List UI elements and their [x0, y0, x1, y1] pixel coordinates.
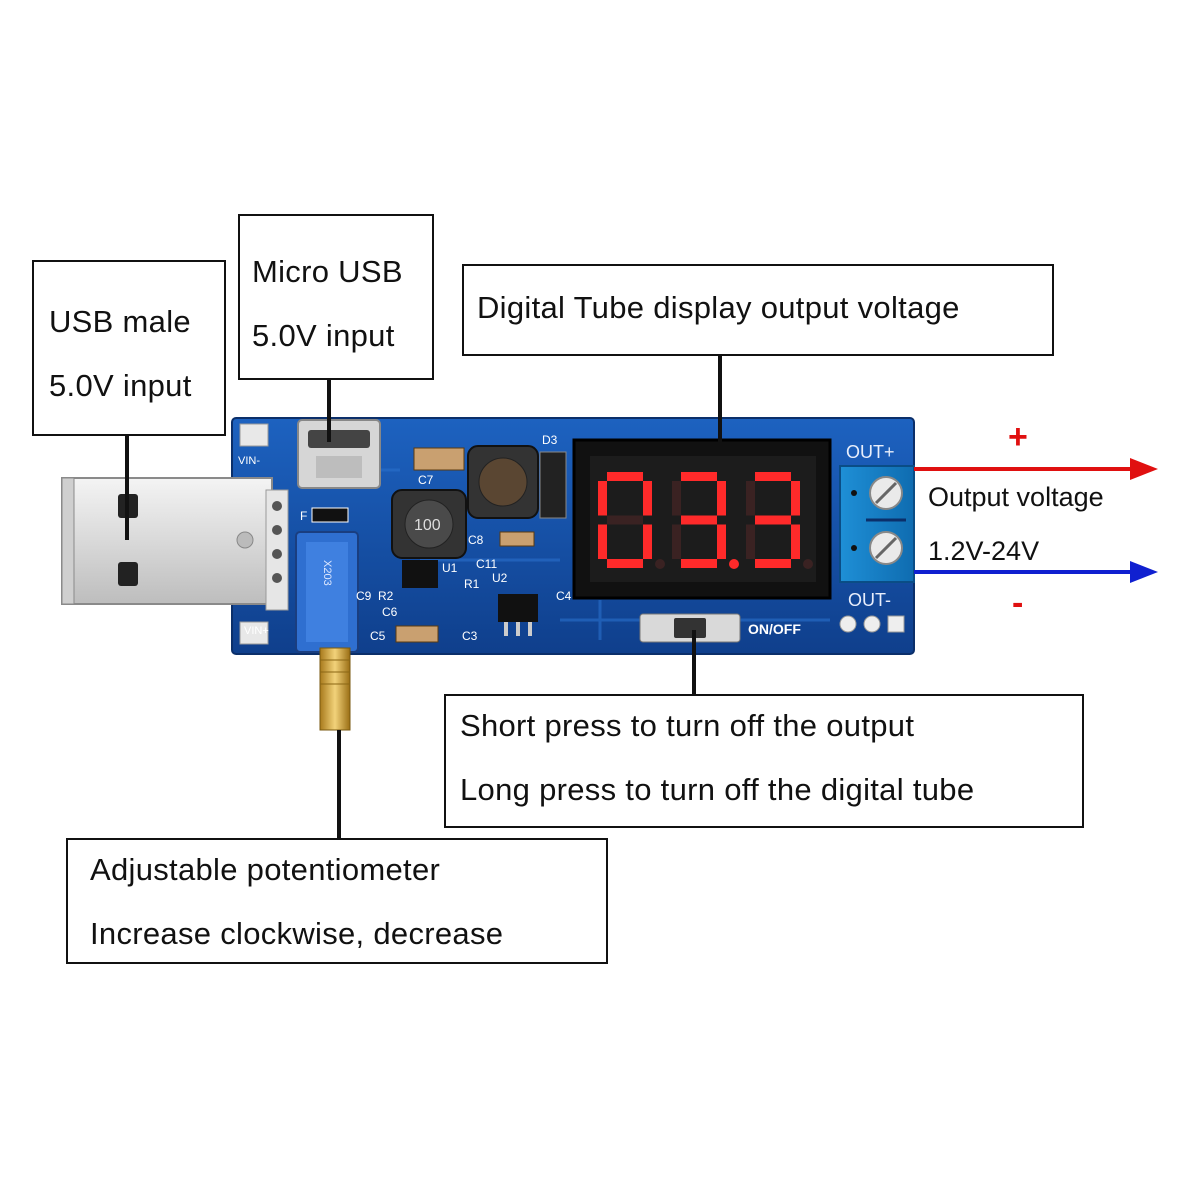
u2-label: U2 — [492, 571, 508, 585]
leader-micro-usb — [327, 380, 331, 442]
digit-1-segment-b — [717, 481, 726, 516]
inductor-label: 100 — [414, 517, 441, 534]
callout-potentiometer: Adjustable potentiometer Increase clockw… — [66, 838, 608, 964]
leader-display — [718, 356, 722, 452]
output-pads — [839, 615, 905, 633]
fuse-label: F — [300, 509, 307, 523]
capacitor-c7 — [413, 447, 465, 471]
callout-button: Short press to turn off the output Long … — [444, 694, 1084, 828]
c5-label: C5 — [370, 629, 386, 643]
digit-2-segment-f — [746, 481, 755, 516]
out-plus-silkscreen: OUT+ — [846, 442, 895, 462]
r2-label: R2 — [378, 589, 394, 603]
digit-0-segment-b — [643, 481, 652, 516]
vin-plus-label: VIN+ — [244, 625, 269, 637]
digit-1-segment-f — [672, 481, 681, 516]
out-minus-silkscreen: OUT- — [848, 590, 891, 610]
callout-micro-usb: Micro USB 5.0V input — [238, 214, 434, 380]
digit-2-segment-e — [746, 524, 755, 559]
digit-2-segment-d — [755, 559, 791, 568]
ic-u1 — [402, 560, 438, 588]
c4-label: C4 — [556, 589, 572, 603]
button-line2: Long press to turn off the digital tube — [460, 772, 975, 807]
digit-2-segment-c — [791, 524, 800, 559]
digit-0-decimal-point — [655, 559, 665, 569]
c6-label: C6 — [382, 605, 398, 619]
digit-1-segment-d — [681, 559, 717, 568]
on-off-button[interactable] — [639, 613, 741, 643]
c8-label: C8 — [468, 533, 484, 547]
digit-1-segment-g — [681, 515, 717, 525]
digit-2-segment-a — [755, 472, 791, 481]
plus-arrow-head — [1130, 458, 1158, 480]
usb-male-line1: USB male — [49, 304, 191, 339]
fuse — [311, 507, 349, 523]
callout-usb-male: USB male 5.0V input — [32, 260, 226, 436]
capacitor-c5 — [395, 625, 439, 643]
digit-0-segment-d — [607, 559, 643, 568]
digit-0-segment-g — [607, 515, 643, 525]
display-line1: Digital Tube display output voltage — [477, 290, 960, 325]
regulator — [498, 594, 538, 622]
c11-label: C11 — [476, 557, 497, 571]
capacitor-c11 — [499, 531, 535, 547]
micro-usb-line2: 5.0V input — [252, 318, 395, 353]
micro-usb-line1: Micro USB — [252, 254, 403, 289]
d3-label: D3 — [542, 433, 558, 447]
r1-label: R1 — [464, 577, 480, 591]
digit-1-decimal-point — [729, 559, 739, 569]
usb-male-line2: 5.0V input — [49, 368, 192, 403]
on-off-silkscreen: ON/OFF — [748, 621, 801, 637]
diode-d3 — [539, 451, 567, 519]
inductor-100: 100 — [391, 489, 467, 559]
output-terminal — [839, 465, 915, 583]
leader-usb-male — [125, 436, 129, 540]
digit-0-segment-c — [643, 524, 652, 559]
digital-tube-display — [572, 438, 832, 600]
digit-0-segment-a — [607, 472, 643, 481]
output-voltage-label: Output voltage — [928, 482, 1104, 512]
digit-1-segment-e — [672, 524, 681, 559]
potentiometer: X203 — [295, 531, 359, 731]
vin-minus-label: VIN- — [238, 455, 260, 467]
digit-1-segment-c — [717, 524, 726, 559]
minus-sign: - — [1012, 584, 1023, 622]
micro-usb-connector — [297, 419, 381, 489]
potentiometer-line2: Increase clockwise, decrease — [90, 916, 504, 951]
inductor-2 — [467, 445, 539, 519]
potentiometer-line1: Adjustable potentiometer — [90, 852, 441, 887]
c9-label: C9 — [356, 589, 372, 603]
button-line1: Short press to turn off the output — [460, 708, 915, 743]
c3-label: C3 — [462, 629, 478, 643]
digit-2-segment-b — [791, 481, 800, 516]
minus-arrow-head — [1130, 561, 1158, 583]
digit-0-segment-e — [598, 524, 607, 559]
usb-male-connector — [61, 477, 289, 611]
leader-button — [692, 630, 696, 694]
vin-plus-pad — [239, 621, 269, 645]
c7-label: C7 — [418, 473, 434, 487]
vin-minus-pad — [239, 423, 269, 447]
digit-2-decimal-point — [803, 559, 813, 569]
plus-sign: + — [1008, 418, 1028, 456]
callout-display: Digital Tube display output voltage — [462, 264, 1054, 356]
output-range-label: 1.2V-24V — [928, 536, 1039, 566]
digit-0-segment-f — [598, 481, 607, 516]
leader-potentiometer — [337, 730, 341, 838]
digit-2-segment-g — [755, 515, 791, 525]
u1-label: U1 — [442, 561, 458, 575]
pot-code: X203 — [321, 560, 333, 586]
digit-1-segment-a — [681, 472, 717, 481]
